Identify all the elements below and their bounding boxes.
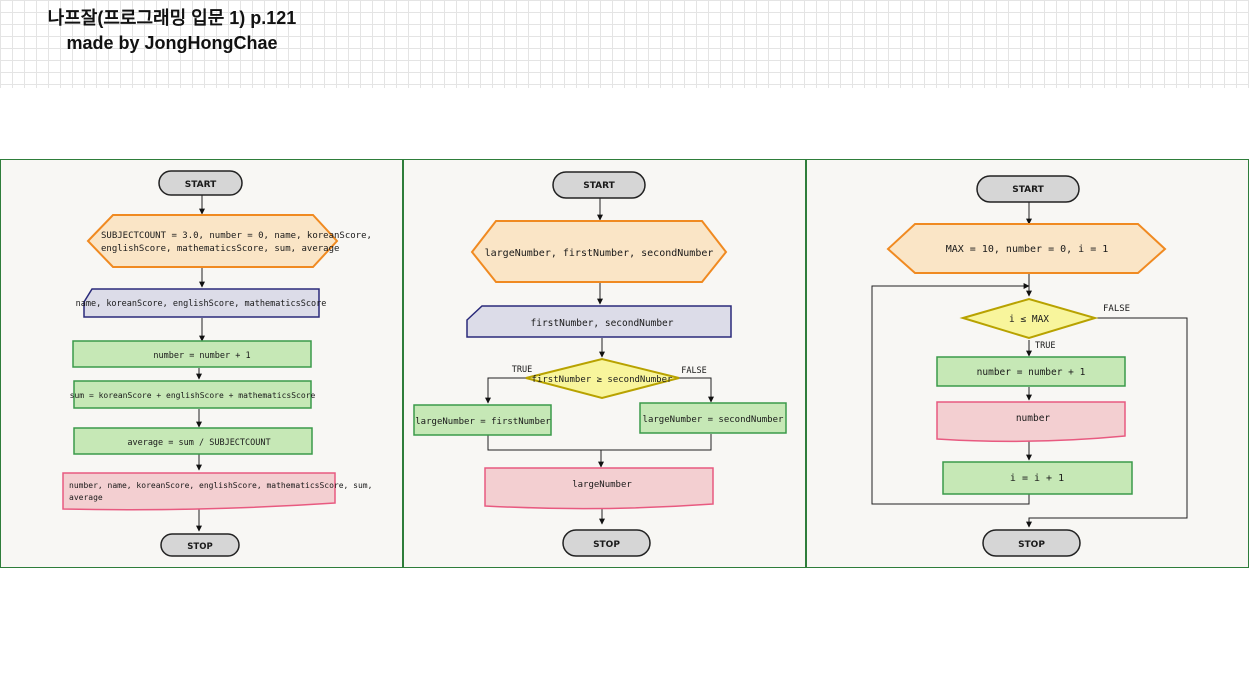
stop-terminal: STOP [160,533,240,557]
input-label: name, koreanScore, englishScore, mathema… [76,299,327,309]
stop-label: STOP [1018,540,1045,550]
process-first-label: largeNumber = firstNumber [415,417,551,427]
process-second-label: largeNumber = secondNumber [643,415,784,425]
decision-label: firstNumber ≥ secondNumber [532,375,673,385]
preparation-block: MAX = 10, number = 0, i = 1 [886,223,1167,274]
decision-block: firstNumber ≥ secondNumber [525,357,680,400]
input-block: name, koreanScore, englishScore, mathema… [76,288,327,318]
start-terminal: START [976,175,1080,203]
process-block-second: largeNumber = secondNumber [639,402,787,434]
stop-terminal: STOP [562,529,651,557]
stop-terminal: STOP [982,529,1081,557]
process-block-number: number = number + 1 [936,356,1126,387]
output-line-2: average [69,493,103,502]
preparation-line-2: englishScore, mathematicsScore, sum, ave… [101,244,339,254]
grid-background [0,0,1249,88]
process-average-label: average = sum / SUBJECTCOUNT [127,438,270,448]
input-label: firstNumber, secondNumber [531,318,674,329]
start-terminal: START [552,171,646,199]
preparation-block: largeNumber, firstNumber, secondNumber [470,220,728,283]
output-block: largeNumber [484,467,714,510]
process-block-number: number = number + 1 [72,340,312,368]
flowchart-panel-3: START MAX = 10, number = 0, i = 1 i ≤ MA… [806,159,1249,568]
output-line-1: number, name, koreanScore, englishScore,… [69,481,372,490]
flowchart-panel-1: START SUBJECTCOUNT = 3.0, number = 0, na… [0,159,403,568]
preparation-line-1: SUBJECTCOUNT = 3.0, number = 0, name, ko… [101,231,372,241]
start-label: START [185,180,217,190]
decision-label: i ≤ MAX [1009,314,1049,325]
process-number-label: number = number + 1 [153,351,250,361]
decision-block: i ≤ MAX [959,297,1099,340]
output-block: number, name, koreanScore, englishScore,… [62,472,372,511]
preparation-block: SUBJECTCOUNT = 3.0, number = 0, name, ko… [86,214,372,268]
input-block: firstNumber, secondNumber [466,305,732,338]
start-terminal: START [158,170,243,196]
stop-label: STOP [187,542,212,552]
output-block: number [936,401,1126,443]
output-label: number [1016,413,1051,424]
process-block-first: largeNumber = firstNumber [413,404,552,436]
start-label: START [583,181,615,191]
page-author: made by JongHongChae [66,33,278,53]
process-block-sum: sum = koreanScore + englishScore + mathe… [70,380,316,409]
flowchart-3-canvas: START MAX = 10, number = 0, i = 1 i ≤ MA… [871,175,1188,557]
false-label: FALSE [1103,304,1130,314]
preparation-label: largeNumber, firstNumber, secondNumber [485,248,714,259]
flowchart-1-canvas: START SUBJECTCOUNT = 3.0, number = 0, na… [62,170,372,557]
flowchart-2-canvas: START largeNumber, firstNumber, secondNu… [413,171,787,557]
process-block-increment: i = i + 1 [942,461,1133,495]
flowchart-panel-2: START largeNumber, firstNumber, secondNu… [403,159,806,568]
true-label: TRUE [512,365,532,375]
output-label: largeNumber [572,480,632,490]
preparation-label: MAX = 10, number = 0, i = 1 [946,244,1109,255]
page-header: 나프잘(프로그래밍 입문 1) p.121 made by JongHongCh… [22,6,322,56]
start-label: START [1012,185,1044,195]
true-label: TRUE [1035,341,1055,351]
process-increment-label: i = i + 1 [1010,473,1064,484]
false-label: FALSE [681,366,707,376]
process-block-average: average = sum / SUBJECTCOUNT [73,427,313,455]
process-sum-label: sum = koreanScore + englishScore + mathe… [70,391,316,400]
process-number-label: number = number + 1 [977,367,1086,378]
stop-label: STOP [593,540,620,550]
page-title: 나프잘(프로그래밍 입문 1) p.121 [47,8,297,28]
